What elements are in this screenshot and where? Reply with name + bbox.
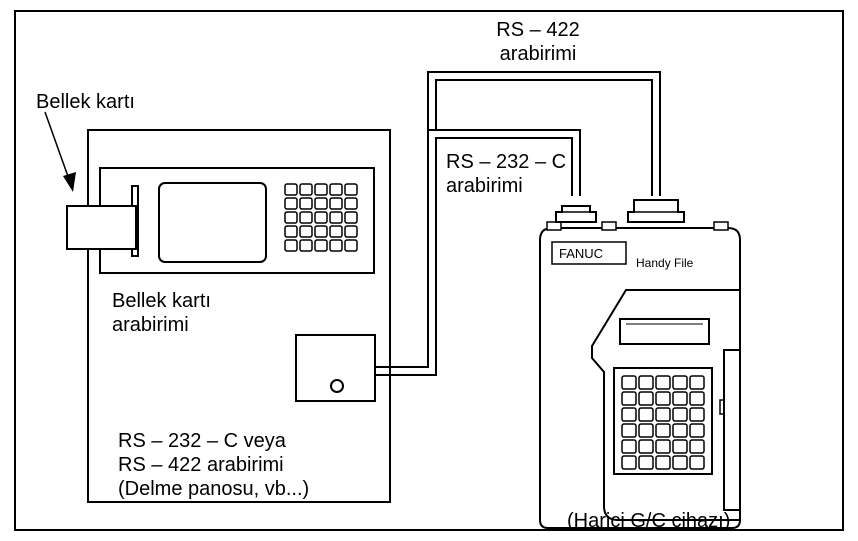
cnc-key [329,197,343,210]
memory-card-interface-line2: arabirimi [112,314,189,336]
rs232-label-line1: RS – 232 – C [446,151,567,173]
handy-file-key [655,439,671,454]
rs422-cable-inner [435,79,653,196]
handy-file-key [672,375,688,390]
cnc-keypad [284,183,358,252]
memory-card-interface-line1: Bellek kartı [112,290,211,312]
serial-interface-line3: (Delme panosu, vb...) [118,478,310,500]
serial-interface-line2: RS – 422 arabirimi [118,454,284,476]
external-device-label: (Harici G/Ç cihazı) [567,510,731,532]
rs232-cable-inner [375,137,573,376]
cnc-key [299,211,313,224]
handy-file-key [621,455,637,470]
handy-file-keypad [621,375,705,470]
memory-card [66,205,137,250]
rs232-connector [555,205,597,223]
cnc-key [329,239,343,252]
rs422-label-line1: RS – 422 [496,19,580,41]
rs422-cable-outer [427,71,661,196]
cnc-key [329,183,343,196]
cnc-key [284,211,298,224]
cnc-key [344,197,358,210]
memory-card-arrow-line [44,111,71,183]
handy-file-key [638,455,654,470]
handy-file-key [621,423,637,438]
handy-file-key [689,439,705,454]
handy-file-key [655,455,671,470]
cnc-key [344,239,358,252]
cnc-key [344,225,358,238]
handy-file-key [621,407,637,422]
cnc-key [284,239,298,252]
cnc-key [299,183,313,196]
handy-file-key [638,407,654,422]
handy-file-key [655,423,671,438]
cnc-key [314,225,328,238]
cnc-key [329,211,343,224]
cnc-key [344,183,358,196]
handy-file-key [655,391,671,406]
memory-card-label: Bellek kartı [36,91,135,113]
outer-frame [14,10,844,531]
handy-file-key [672,407,688,422]
handy-file-key [638,423,654,438]
handy-file-key [689,423,705,438]
handy-file-key [689,455,705,470]
serial-port-circle [330,379,344,393]
handy-file-key [689,391,705,406]
rs422-connector [627,199,685,223]
handy-file-key [655,407,671,422]
cnc-screen [158,182,267,263]
handy-file-key [672,439,688,454]
cnc-key [299,239,313,252]
cnc-key [314,183,328,196]
handy-file-top-bump-mid [601,221,617,231]
serial-interface-line1: RS – 232 – C veya [118,430,286,452]
handy-file-key [672,423,688,438]
cnc-key [314,211,328,224]
cnc-key [314,239,328,252]
handy-file-key [621,391,637,406]
cnc-key [284,225,298,238]
cnc-key [344,211,358,224]
rs422-label-line2: arabirimi [499,43,577,65]
handy-file-key [638,391,654,406]
handy-file-key [638,439,654,454]
cnc-key [284,197,298,210]
cnc-key [299,197,313,210]
handy-file-key [672,455,688,470]
memory-card-arrow-head [63,172,76,192]
handy-file-display [619,318,710,345]
cnc-key [314,197,328,210]
handy-file-key [689,375,705,390]
cnc-key [284,183,298,196]
handy-file-key [655,375,671,390]
fanuc-logo-text: FANUC [559,246,604,261]
handy-file-key [689,407,705,422]
handy-file-top-bump-left [546,221,562,231]
handy-file-key [638,375,654,390]
handy-file-key [672,391,688,406]
fanuc-label-box [551,241,627,265]
rs232-label-line2: arabirimi [446,175,523,197]
handy-file-name: Handy File [636,256,694,270]
handy-file-key [621,439,637,454]
handy-file-key [621,375,637,390]
handy-file-side-slot [723,349,740,511]
cnc-key [329,225,343,238]
handy-file-top-bump-right [713,221,729,231]
cnc-key [299,225,313,238]
